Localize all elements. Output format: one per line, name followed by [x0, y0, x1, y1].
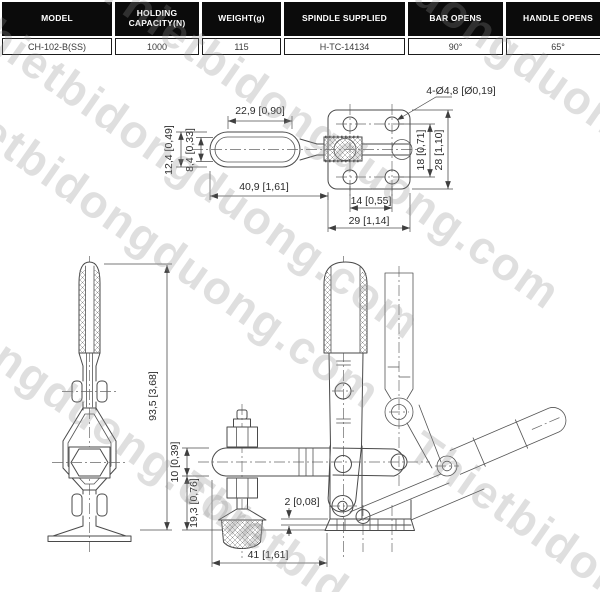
top-view: 22,9 [0,90] 4-Ø4,8 [Ø0,19] 12,4 [0,49] 8…	[163, 85, 496, 232]
spec-table: MODEL HOLDING CAPACITY(N) WEIGHT(g) SPIN…	[2, 2, 600, 55]
dim-bar-section-height: 10 [0,39]	[169, 441, 181, 482]
dim-bar-length: 41 [1,61]	[248, 549, 289, 561]
cell-bar-opens: 90°	[408, 38, 503, 55]
cell-spindle: H-TC-14134	[284, 38, 405, 55]
dim-holes-note: 4-Ø4,8 [Ø0,19]	[426, 85, 496, 97]
dim-hole-spacing-y: 18 [0,71]	[415, 129, 427, 170]
dim-overall-height: 93,5 [3,68]	[147, 371, 159, 421]
dim-hole-spacing-x: 14 [0,55]	[351, 195, 392, 207]
cell-handle-opens: 65°	[506, 38, 600, 55]
dim-base-width: 29 [1,14]	[349, 215, 390, 227]
col-header-bar-opens: BAR OPENS	[408, 2, 503, 36]
dim-base-plate-thickness: 2 [0,08]	[284, 496, 319, 508]
col-header-handle-opens: HANDLE OPENS	[506, 2, 600, 36]
side-view: 93,5 [3,68]	[47, 256, 172, 552]
dim-handle-outer-width: 12,4 [0,49]	[163, 125, 175, 175]
col-header-holding-capacity: HOLDING CAPACITY(N)	[115, 2, 199, 36]
dim-bar-to-base: 19,3 [0,76]	[188, 478, 200, 528]
cell-model: CH-102-B(SS)	[2, 38, 112, 55]
dim-handle-inner-width: 8,4 [0,33]	[184, 128, 196, 172]
col-header-weight: WEIGHT(g)	[202, 2, 281, 36]
col-header-model: MODEL	[2, 2, 112, 36]
col-header-spindle: SPINDLE SUPPLIED	[284, 2, 405, 36]
cell-weight: 115	[202, 38, 281, 55]
front-view: 10 [0,39] 19,3 [0,76] 2 [0,08] 41 [1,61]	[169, 256, 567, 567]
spindle	[218, 409, 267, 549]
dim-grip-length: 22,9 [0,90]	[235, 105, 285, 117]
dim-handle-length: 40,9 [1,61]	[239, 181, 289, 193]
dim-base-depth: 28 [1,10]	[433, 129, 445, 170]
open-position-phantom	[349, 272, 567, 522]
cell-holding-capacity: 1000	[115, 38, 199, 55]
